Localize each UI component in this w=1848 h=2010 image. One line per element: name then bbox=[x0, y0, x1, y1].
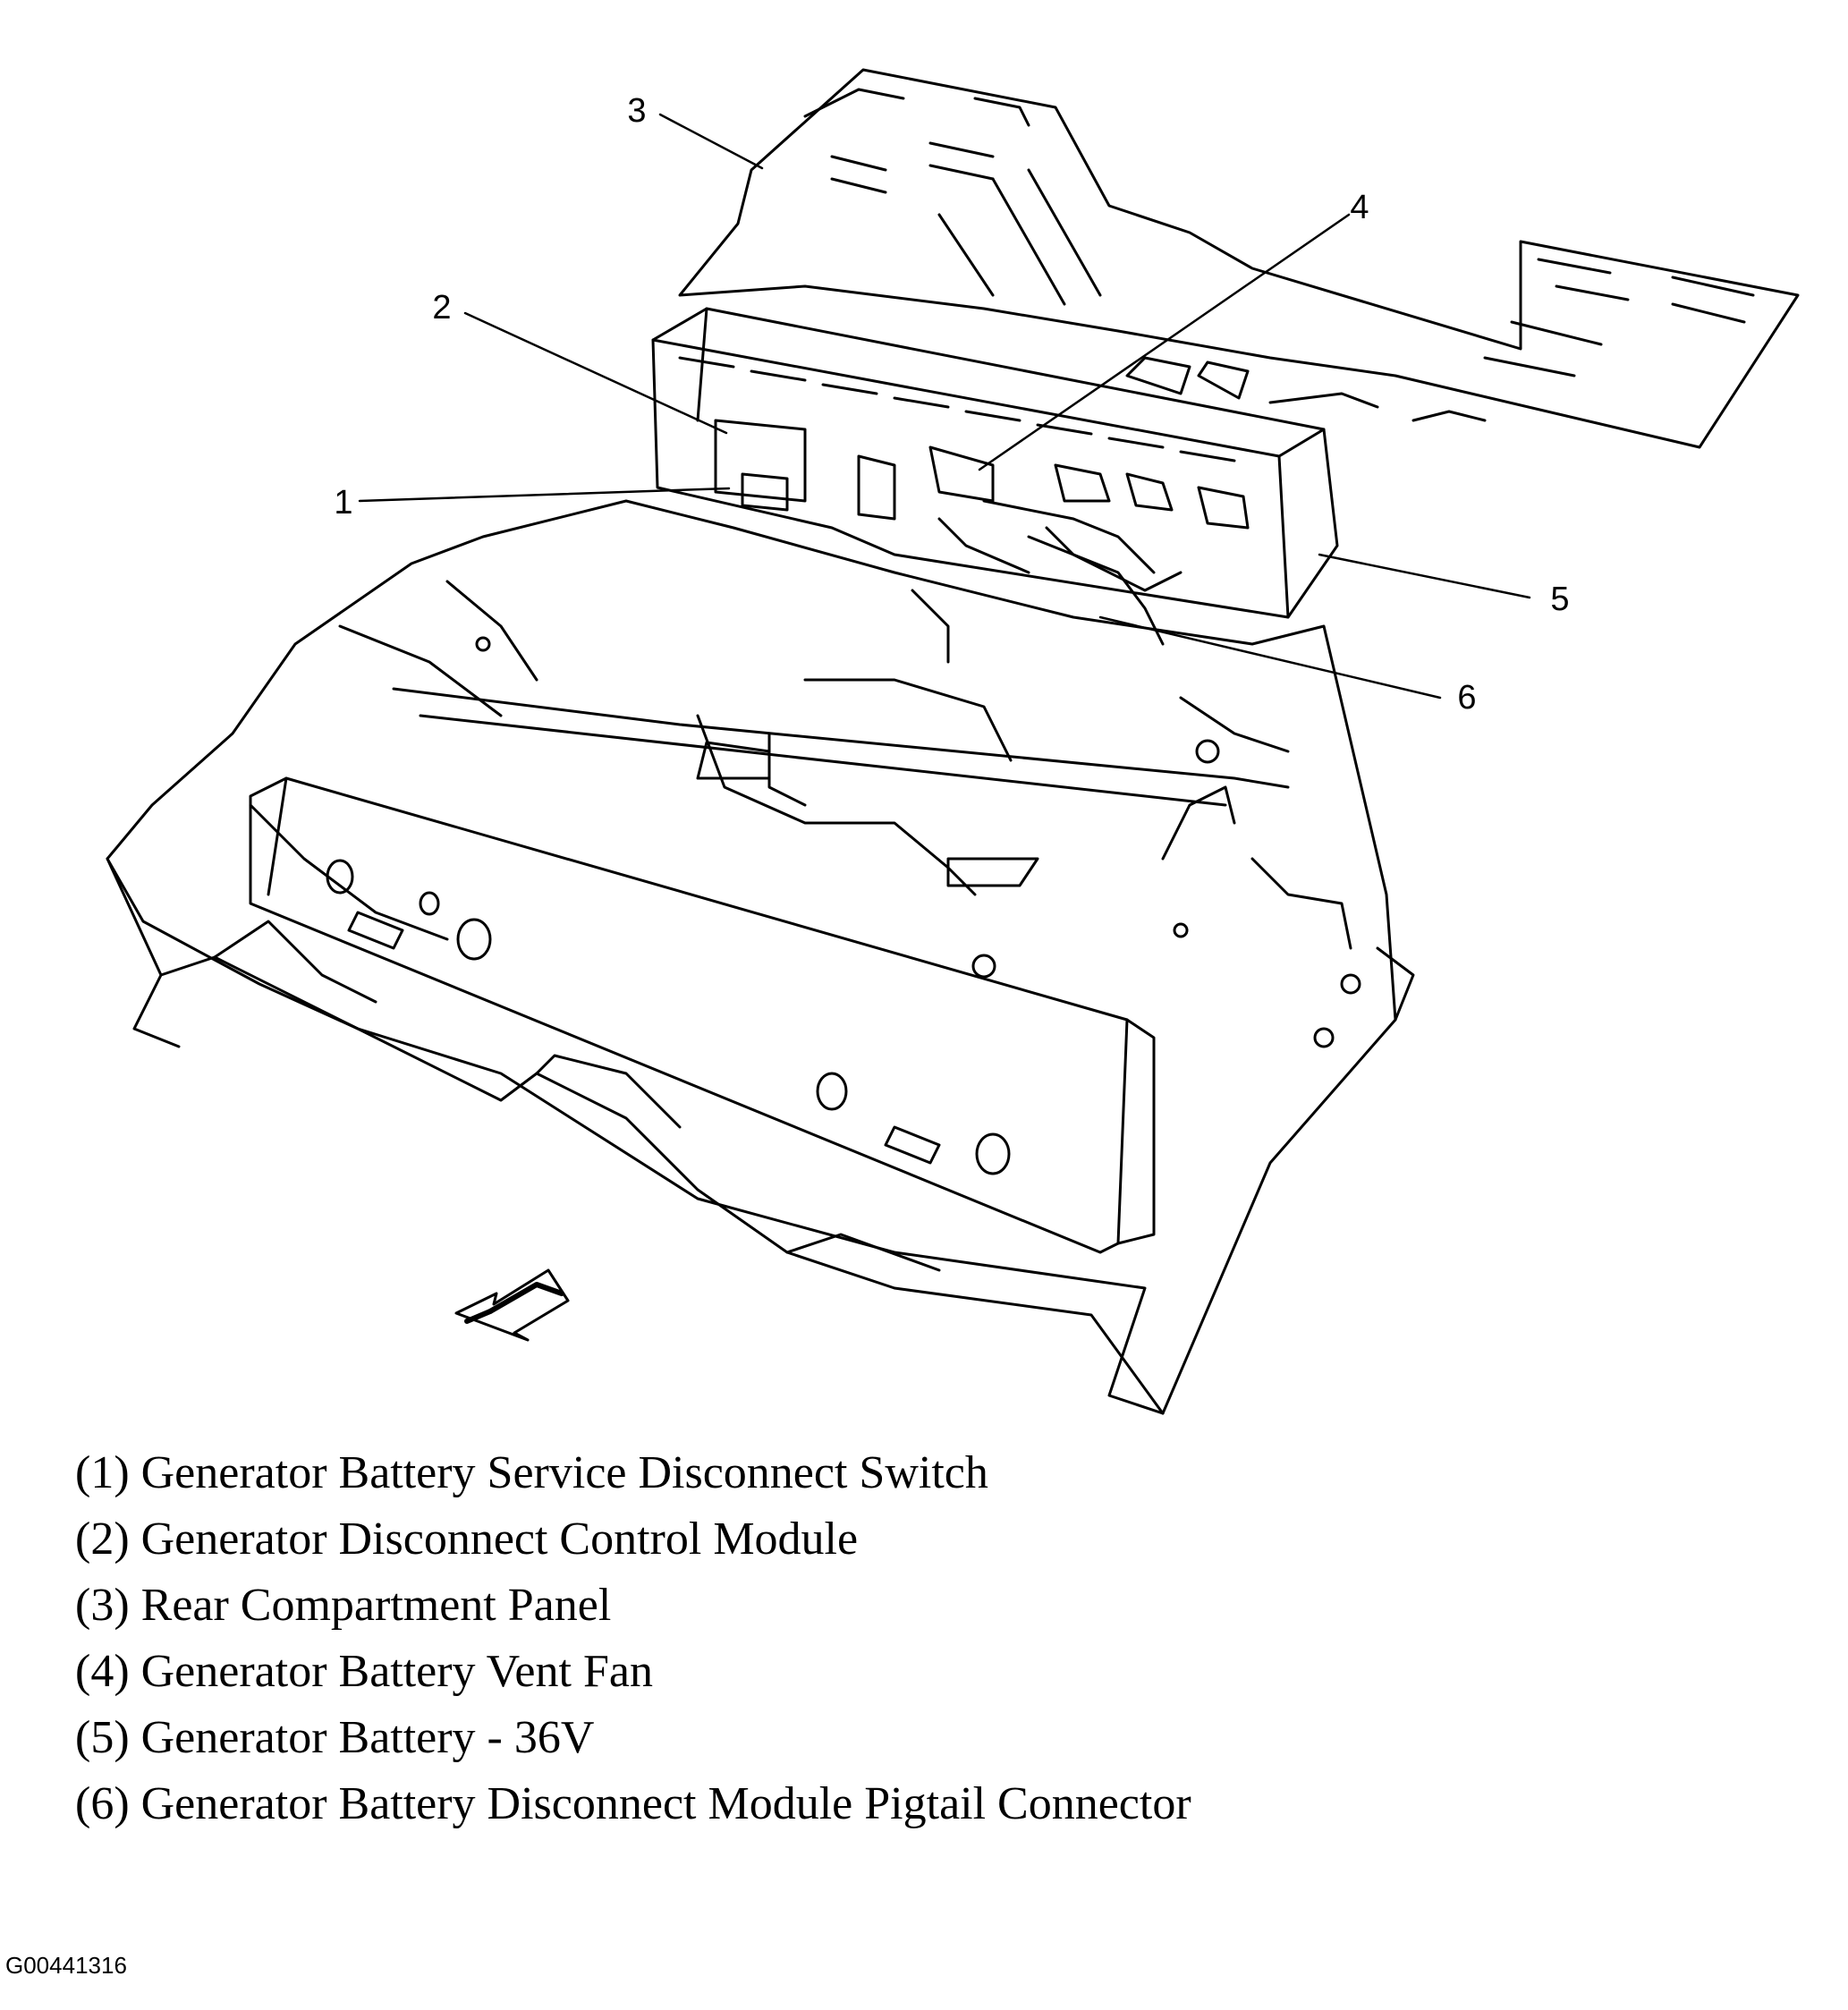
legend-item-1: (1) Generator Battery Service Disconnect… bbox=[75, 1447, 988, 1498]
front-direction-arrow-icon bbox=[454, 1268, 570, 1342]
rear-compartment-panel-shape bbox=[678, 68, 1800, 449]
figure-id: G00441316 bbox=[5, 1952, 127, 1979]
battery-pack-shape bbox=[651, 307, 1339, 619]
callout-4: 4 bbox=[1350, 189, 1369, 226]
callout-leader-lines bbox=[358, 113, 1531, 700]
legend-item-4: (4) Generator Battery Vent Fan bbox=[75, 1646, 653, 1697]
callout-2: 2 bbox=[432, 289, 451, 327]
callout-1: 1 bbox=[334, 484, 352, 522]
callout-6: 6 bbox=[1457, 679, 1476, 717]
callout-numbers: 3 4 2 1 5 6 bbox=[334, 92, 1569, 717]
legend-item-6: (6) Generator Battery Disconnect Module … bbox=[75, 1778, 1191, 1829]
callout-3: 3 bbox=[627, 92, 646, 130]
component-legend: (1) Generator Battery Service Disconnect… bbox=[75, 1440, 1775, 1837]
legend-item-5: (5) Generator Battery - 36V bbox=[75, 1712, 595, 1763]
cross-member-shape bbox=[249, 776, 1156, 1254]
floor-pan-shape bbox=[106, 499, 1397, 1415]
legend-item-3: (3) Rear Compartment Panel bbox=[75, 1580, 612, 1631]
rear-sill-shape bbox=[106, 636, 1415, 1415]
callout-5: 5 bbox=[1550, 581, 1569, 618]
legend-item-2: (2) Generator Disconnect Control Module bbox=[75, 1514, 859, 1565]
component-location-illustration: 3 4 2 1 5 6 bbox=[106, 68, 1800, 1415]
